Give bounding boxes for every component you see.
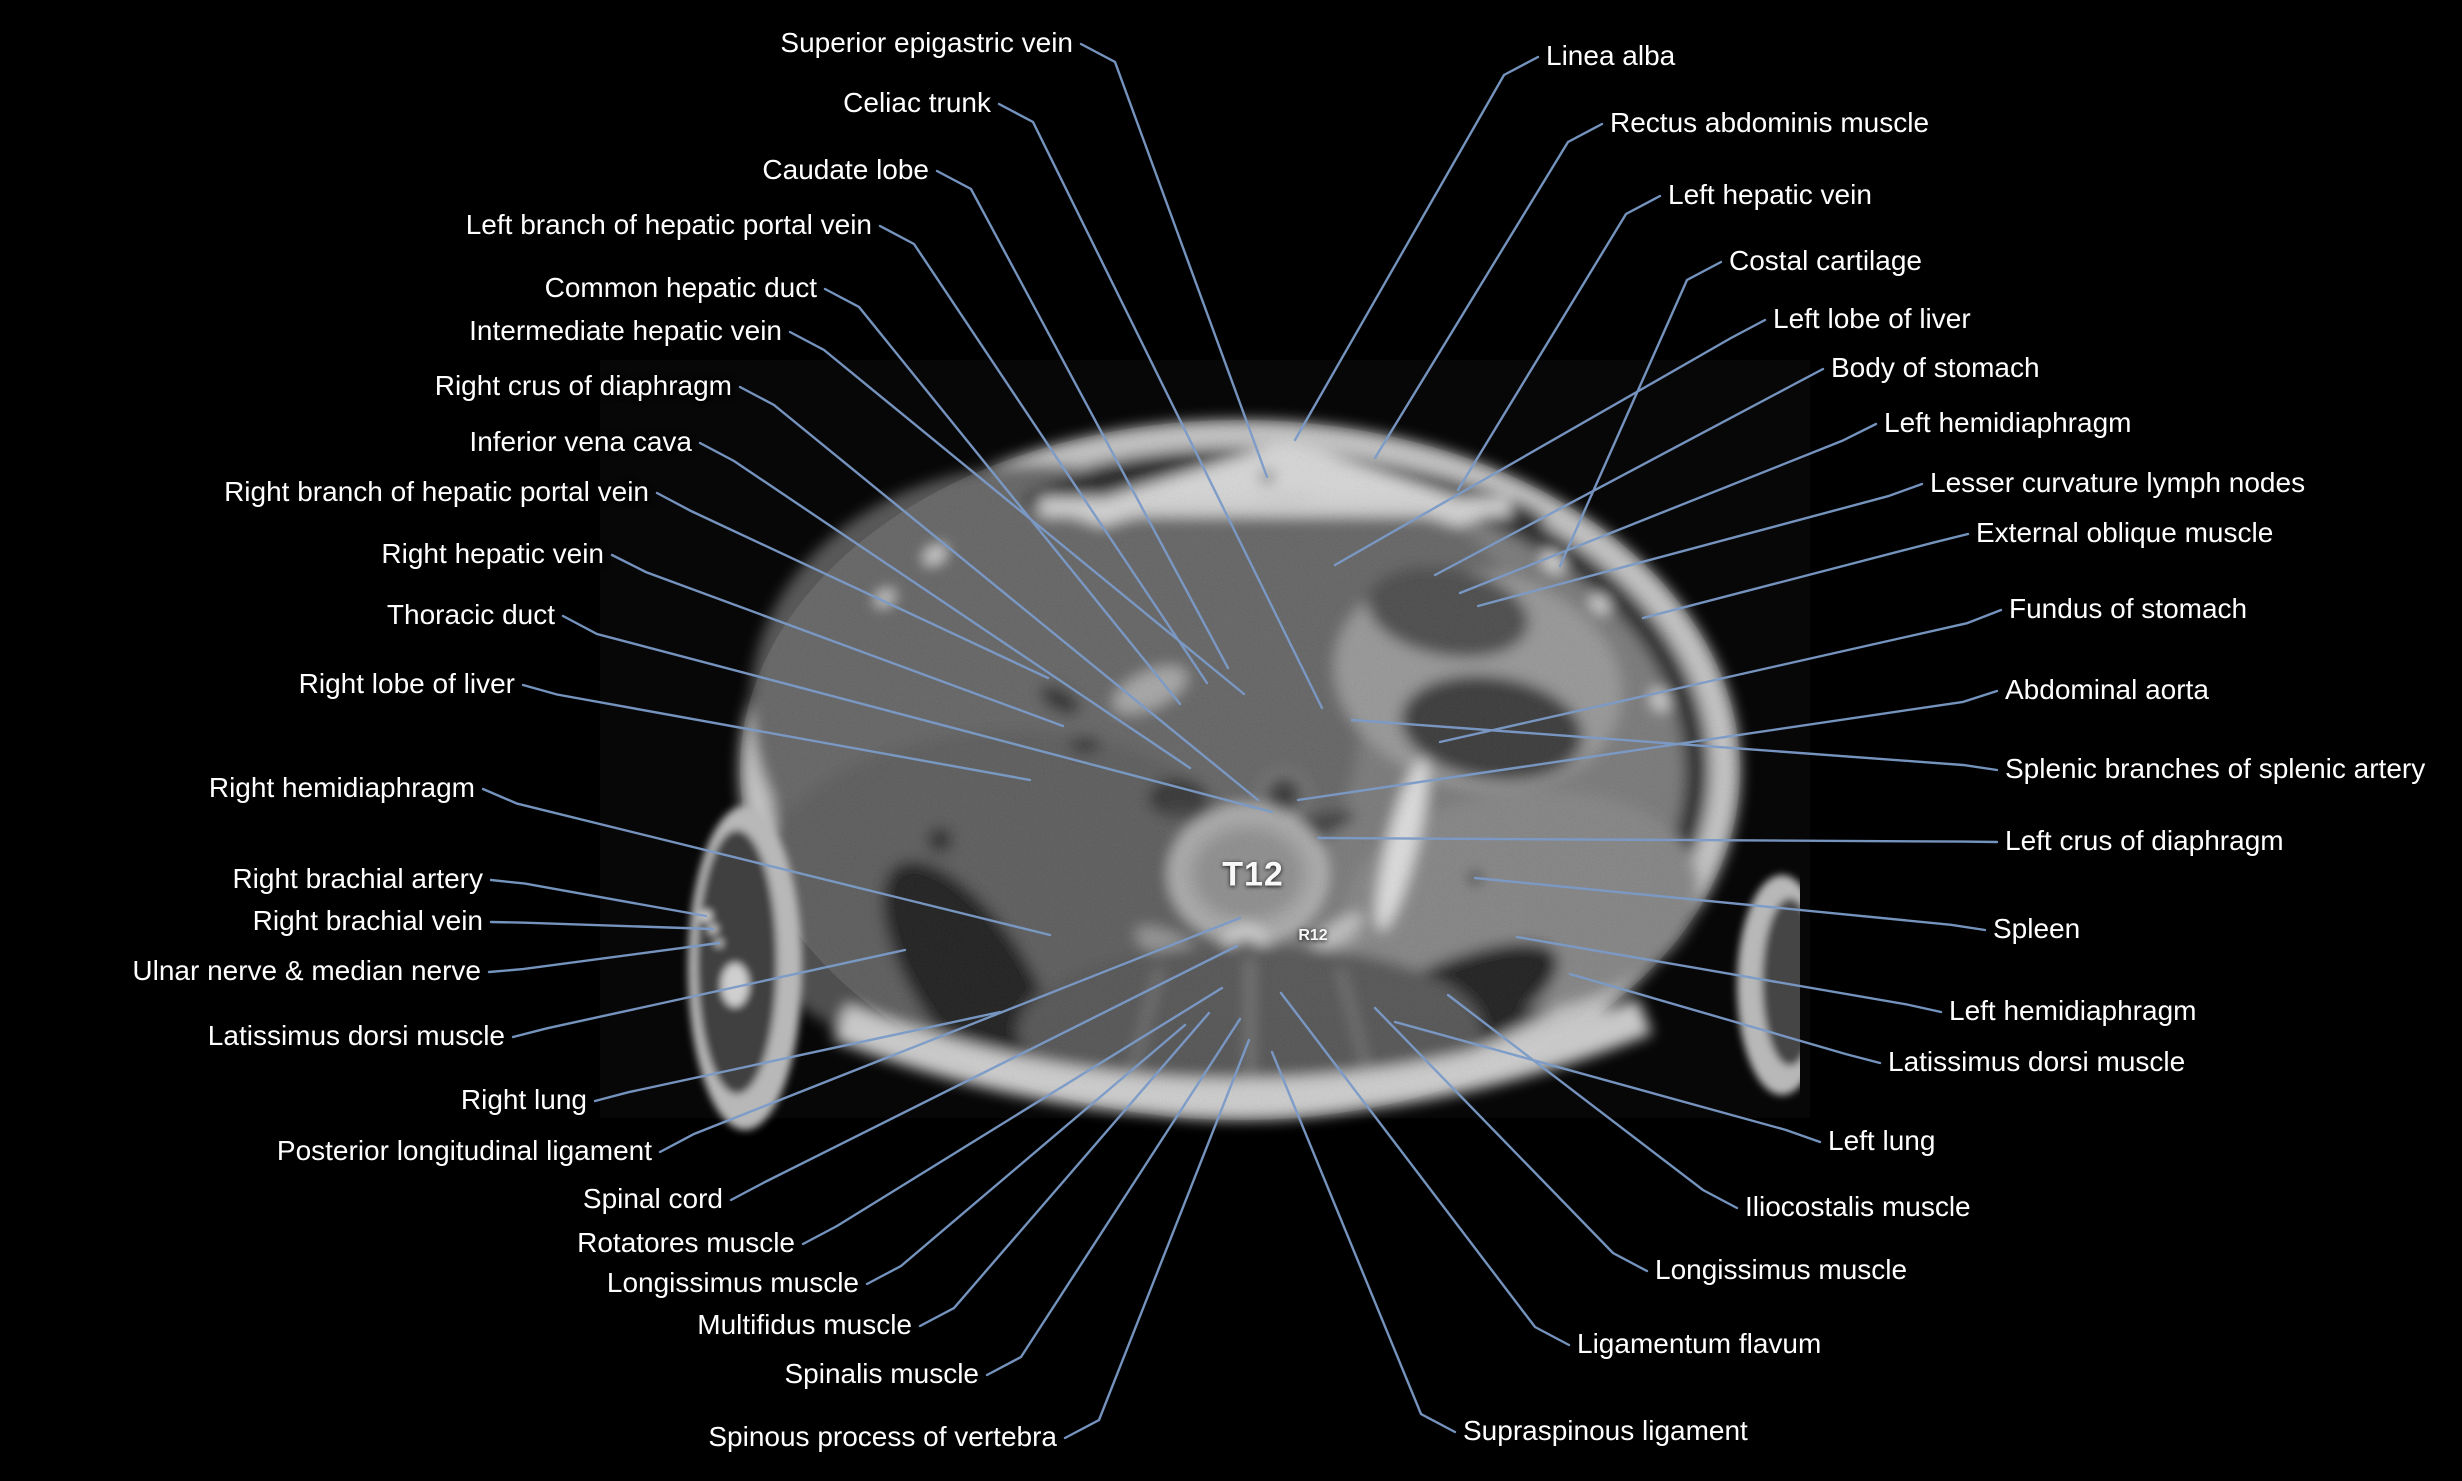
leader-line-ulnar-median-nerve — [487, 941, 721, 974]
leader-line-common-hepatic-duct — [823, 287, 1182, 706]
leader-line-latissimus-dorsi-left — [1568, 972, 1882, 1065]
leader-line-longissimus-muscle-left — [1373, 1006, 1649, 1273]
anatomy-label-inferior-vena-cava: Inferior vena cava — [469, 425, 692, 457]
leader-line-right-lung — [593, 1010, 1002, 1103]
leader-line-right-hemidiaphragm — [481, 787, 1052, 937]
leader-line-posterior-longitudinal-ligament — [658, 916, 1242, 1154]
leader-line-superior-epigastric-vein — [1079, 42, 1269, 479]
anatomy-label-right-brachial-vein: Right brachial vein — [252, 904, 483, 936]
anatomy-label-multifidus-muscle: Multifidus muscle — [697, 1308, 912, 1340]
leader-line-ligamentum-flavum — [1279, 991, 1571, 1347]
leader-line-fundus-of-stomach — [1438, 608, 2003, 744]
anatomy-label-left-lobe-of-liver: Left lobe of liver — [1773, 302, 1971, 334]
anatomy-label-right-branch-hepatic-portal-vein: Right branch of hepatic portal vein — [224, 475, 649, 507]
leader-line-left-hemidiaphragm-lower — [1515, 935, 1943, 1014]
anatomy-label-left-lung: Left lung — [1828, 1124, 1936, 1156]
anatomy-label-costal-cartilage: Costal cartilage — [1729, 244, 1922, 276]
anatomy-label-supraspinous-ligament: Supraspinous ligament — [1463, 1414, 1748, 1446]
anatomy-label-body-of-stomach: Body of stomach — [1831, 351, 2040, 383]
leader-line-supraspinous-ligament — [1270, 1050, 1457, 1434]
leader-line-latissimus-dorsi-right — [511, 948, 907, 1039]
leader-line-inferior-vena-cava — [698, 441, 1192, 770]
anatomy-label-latissimus-dorsi-right: Latissimus dorsi muscle — [207, 1019, 505, 1051]
rib-marker: R12 — [1298, 927, 1328, 944]
anatomy-label-left-hemidiaphragm-upper: Left hemidiaphragm — [1884, 406, 2132, 438]
leader-line-celiac-trunk — [997, 102, 1324, 710]
leader-line-left-lung — [1393, 1020, 1822, 1144]
leader-line-multifidus-muscle — [918, 1011, 1211, 1328]
leader-line-costal-cartilage — [1558, 260, 1723, 568]
anatomy-label-latissimus-dorsi-left: Latissimus dorsi muscle — [1888, 1045, 2186, 1077]
leader-line-lesser-curvature-lymph-nodes — [1476, 482, 1924, 608]
leader-line-left-branch-hepatic-portal-vein — [878, 224, 1209, 685]
leader-line-body-of-stomach — [1433, 367, 1825, 577]
leader-line-right-crus-of-diaphragm — [738, 385, 1260, 802]
leader-line-spleen — [1473, 876, 1987, 932]
anatomy-label-ulnar-median-nerve: Ulnar nerve & median nerve — [132, 954, 481, 986]
anatomy-label-right-lobe-of-liver: Right lobe of liver — [298, 667, 515, 699]
anatomy-label-right-crus-of-diaphragm: Right crus of diaphragm — [434, 369, 732, 401]
leader-line-linea-alba — [1293, 55, 1540, 442]
leader-line-thoracic-duct — [561, 614, 1274, 814]
anatomy-label-left-hemidiaphragm-lower: Left hemidiaphragm — [1949, 994, 2197, 1026]
anatomy-label-longissimus-muscle-right: Longissimus muscle — [606, 1266, 859, 1298]
leader-line-external-oblique-muscle — [1641, 532, 1970, 620]
leader-line-longissimus-muscle-right — [865, 1023, 1187, 1286]
anatomy-label-left-hepatic-vein: Left hepatic vein — [1668, 178, 1872, 210]
leader-line-right-brachial-artery — [489, 878, 708, 918]
leader-line-left-crus-of-diaphragm — [1316, 836, 1999, 844]
anatomy-label-splenic-branches-of-splenic-artery: Splenic branches of splenic artery — [2005, 752, 2426, 784]
leader-line-left-lobe-of-liver — [1333, 318, 1767, 567]
anatomy-label-spleen: Spleen — [1993, 912, 2081, 944]
anatomy-label-right-hepatic-vein: Right hepatic vein — [381, 537, 604, 569]
leader-line-rectus-abdominis-muscle — [1373, 122, 1604, 460]
anatomy-label-abdominal-aorta: Abdominal aorta — [2005, 673, 2209, 705]
anatomy-label-rotatores-muscle: Rotatores muscle — [577, 1226, 795, 1258]
leader-line-spinalis-muscle — [985, 1017, 1242, 1377]
anatomy-label-linea-alba: Linea alba — [1546, 39, 1676, 71]
anatomy-label-spinous-process-of-vertebra: Spinous process of vertebra — [708, 1420, 1057, 1452]
leader-line-spinal-cord — [729, 944, 1239, 1202]
anatomy-label-celiac-trunk: Celiac trunk — [843, 86, 991, 118]
anatomy-label-intermediate-hepatic-vein: Intermediate hepatic vein — [469, 314, 782, 346]
leader-line-abdominal-aorta — [1296, 689, 1999, 802]
anatomy-label-left-branch-hepatic-portal-vein: Left branch of hepatic portal vein — [465, 208, 872, 240]
anatomy-label-lesser-curvature-lymph-nodes: Lesser curvature lymph nodes — [1930, 466, 2306, 498]
anatomy-label-longissimus-muscle-left: Longissimus muscle — [1655, 1253, 1908, 1285]
anatomy-label-external-oblique-muscle: External oblique muscle — [1976, 516, 2274, 548]
anatomy-label-common-hepatic-duct: Common hepatic duct — [544, 271, 817, 303]
leader-line-iliocostalis-muscle — [1446, 993, 1739, 1210]
anatomy-label-spinalis-muscle: Spinalis muscle — [784, 1357, 979, 1389]
right-arm-cross-section — [688, 806, 802, 1130]
leader-line-right-hepatic-vein — [610, 553, 1065, 728]
vertebra-level-marker: T12 — [1222, 855, 1284, 894]
leader-line-left-hemidiaphragm-upper — [1458, 422, 1878, 595]
anatomy-label-caudate-lobe: Caudate lobe — [762, 153, 929, 185]
leader-line-caudate-lobe — [935, 169, 1230, 670]
leader-line-splenic-branches-of-splenic-artery — [1350, 718, 1999, 772]
anatomy-label-rectus-abdominis-muscle: Rectus abdominis muscle — [1610, 106, 1930, 138]
leader-line-right-lobe-of-liver — [521, 683, 1032, 782]
leader-line-right-brachial-vein — [489, 920, 715, 931]
anatomy-label-superior-epigastric-vein: Superior epigastric vein — [780, 26, 1073, 58]
anatomy-label-iliocostalis-muscle: Iliocostalis muscle — [1745, 1190, 1971, 1222]
anatomy-label-fundus-of-stomach: Fundus of stomach — [2009, 592, 2248, 624]
anatomy-label-thoracic-duct: Thoracic duct — [386, 598, 555, 630]
leader-line-right-branch-hepatic-portal-vein — [655, 491, 1050, 680]
anatomy-label-right-lung: Right lung — [460, 1083, 587, 1115]
anatomy-label-right-brachial-artery: Right brachial artery — [232, 862, 483, 894]
anatomy-label-left-crus-of-diaphragm: Left crus of diaphragm — [2005, 824, 2284, 856]
anatomy-label-posterior-longitudinal-ligament: Posterior longitudinal ligament — [276, 1134, 652, 1166]
leader-line-intermediate-hepatic-vein — [788, 330, 1246, 696]
leader-line-left-hepatic-vein — [1456, 194, 1662, 492]
anatomy-label-spinal-cord: Spinal cord — [582, 1182, 723, 1214]
anatomy-label-ligamentum-flavum: Ligamentum flavum — [1577, 1327, 1822, 1359]
anatomy-label-right-hemidiaphragm: Right hemidiaphragm — [208, 771, 475, 803]
leader-line-spinous-process-of-vertebra — [1063, 1038, 1251, 1440]
leader-line-rotatores-muscle — [801, 986, 1224, 1246]
